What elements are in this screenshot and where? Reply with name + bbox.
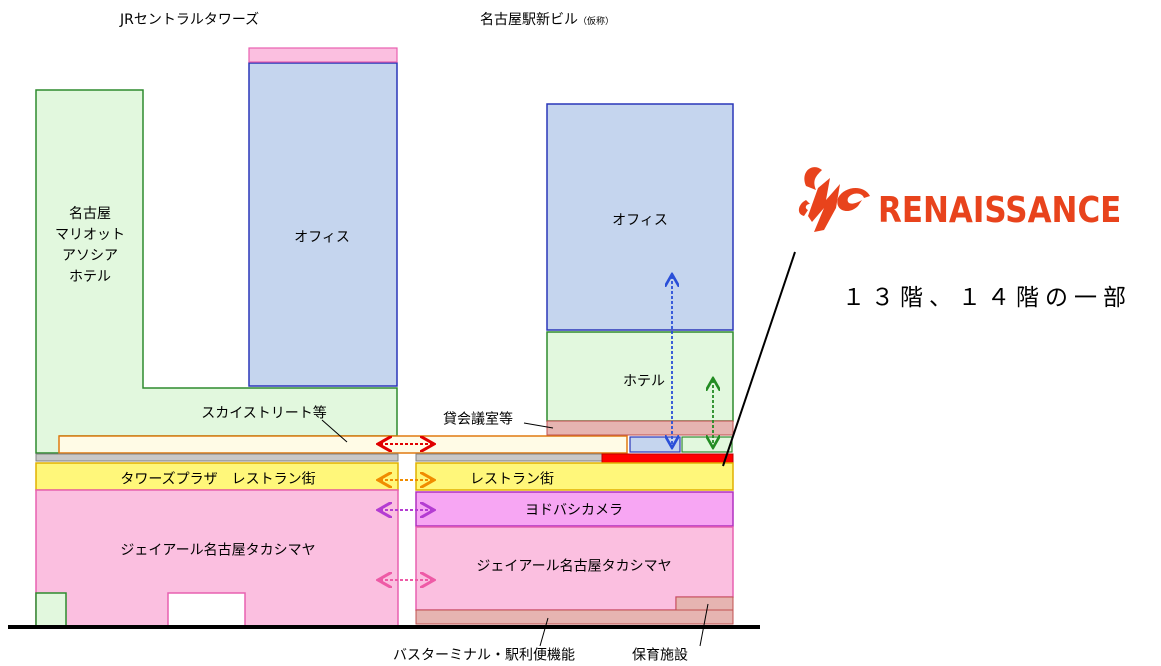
hotel-lobby-box	[681, 436, 733, 453]
renaissance-logo-mark	[798, 167, 870, 232]
hotel-right-label: ホテル	[623, 373, 665, 390]
hotel-right-block	[546, 331, 734, 422]
bus-terminal-leader	[539, 617, 549, 647]
office-left-block	[248, 62, 398, 387]
meeting-rooms-leader	[523, 422, 554, 429]
green-box-bottom-left	[35, 592, 67, 627]
office-left-label: オフィス	[294, 229, 350, 246]
renaissance-floors-label: １３階、１４階の一部	[842, 285, 1132, 311]
yodobashi-block	[415, 491, 734, 527]
office-lobby-box	[629, 436, 681, 453]
restaurant-right-label: レストラン街	[470, 471, 554, 488]
bus-terminal-block	[415, 609, 734, 625]
meeting-rooms-label: 貸会議室等	[443, 411, 513, 428]
takashimaya-right-label: ジェイアール名古屋タカシマヤ	[476, 558, 672, 575]
takashimaya-left-label: ジェイアール名古屋タカシマヤ	[120, 542, 316, 559]
right-building-title: 名古屋駅新ビル（仮称）	[480, 12, 614, 30]
right-building-title-note: （仮称）	[578, 17, 615, 27]
hotel-left-line-4: ホテル	[69, 269, 111, 285]
sky-street-corridor	[58, 435, 628, 454]
yodobashi-label: ヨドバシカメラ	[525, 502, 623, 519]
restaurant-right-band	[415, 462, 734, 491]
right-building-title-main: 名古屋駅新ビル	[480, 12, 578, 28]
renaissance-leader	[722, 251, 796, 467]
towers-plaza-label: タワーズプラザ レストラン街	[120, 471, 316, 488]
slab-right	[415, 453, 603, 462]
office-right-block	[546, 103, 734, 331]
white-box-bottom	[167, 592, 246, 627]
slab-left	[35, 453, 399, 462]
nursery-leader	[699, 603, 709, 647]
sky-street-label: スカイストリート等	[201, 405, 327, 422]
left-building-title: JRセントラルタワーズ	[120, 12, 260, 28]
roof-left-block	[248, 47, 398, 63]
hotel-left-line-1: 名古屋	[69, 206, 111, 222]
hotel-left-line-3: アソシア	[62, 248, 118, 264]
nursery-block	[675, 596, 734, 611]
hotel-left-line-2: マリオット	[55, 227, 125, 243]
nursery-label: 保育施設	[632, 647, 688, 664]
renaissance-logo-text: RENAISSANCE	[878, 190, 1122, 231]
meeting-rooms-block	[546, 420, 734, 436]
hotel-left-label: 名古屋 マリオット アソシア ホテル	[55, 204, 125, 288]
sky-street-leader	[321, 419, 348, 443]
bus-terminal-label: バスターミナル・駅利便機能	[393, 647, 575, 664]
office-right-label: オフィス	[612, 212, 668, 229]
